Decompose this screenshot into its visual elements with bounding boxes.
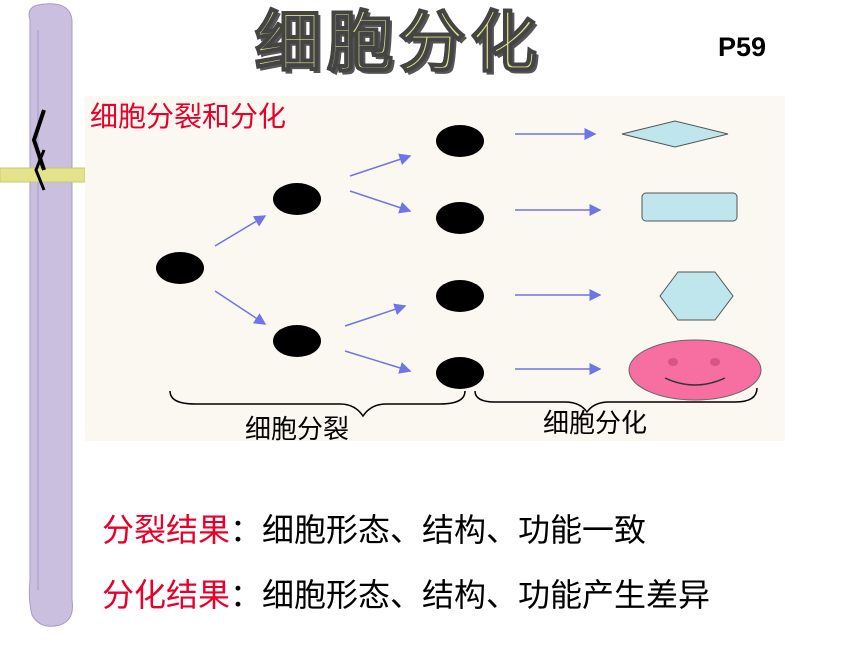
cell-4 xyxy=(436,202,484,234)
differentiation-result-text: 细胞形态、结构、功能产生差异 xyxy=(262,576,711,614)
division-cell-2 xyxy=(273,325,321,357)
division-arrows xyxy=(214,153,412,374)
hexagon-cell-shape xyxy=(659,271,734,321)
division-result: 分裂结果：细胞形态、结构、功能一致 xyxy=(102,505,646,551)
division-brace xyxy=(169,390,466,418)
division-cell-1 xyxy=(273,183,321,215)
cell-5 xyxy=(436,280,484,312)
cell-division-differentiation-diagram: 细胞分裂和分化 细胞分裂 细胞分化 xyxy=(85,96,785,441)
diagram-heading: 细胞分裂和分化 xyxy=(90,100,286,133)
differentiation-result-label: 分化结果 xyxy=(102,576,231,614)
differentiation-result: 分化结果：细胞形态、结构、功能产生差异 xyxy=(102,570,710,616)
differentiation-label: 细胞分化 xyxy=(543,409,647,439)
decorative-sidebar xyxy=(0,3,86,627)
page-title: 细胞分化 xyxy=(254,3,543,82)
division-result-label: 分裂结果 xyxy=(102,511,231,549)
division-result-text: 细胞形态、结构、功能一致 xyxy=(262,511,647,549)
differentiation-brace xyxy=(474,387,758,414)
page-reference: P59 xyxy=(718,32,767,62)
differentiation-arrows xyxy=(515,128,602,375)
parent-cell xyxy=(156,252,204,284)
cell-6 xyxy=(436,357,484,389)
rectangle-cell-shape xyxy=(641,192,738,222)
differentiation-result-colon: ： xyxy=(230,576,263,614)
cell-3 xyxy=(436,125,484,157)
division-label: 细胞分裂 xyxy=(245,415,349,441)
smiley-cell-shape xyxy=(628,339,762,401)
division-result-colon: ： xyxy=(230,511,263,549)
diamond-cell-shape xyxy=(621,120,729,148)
